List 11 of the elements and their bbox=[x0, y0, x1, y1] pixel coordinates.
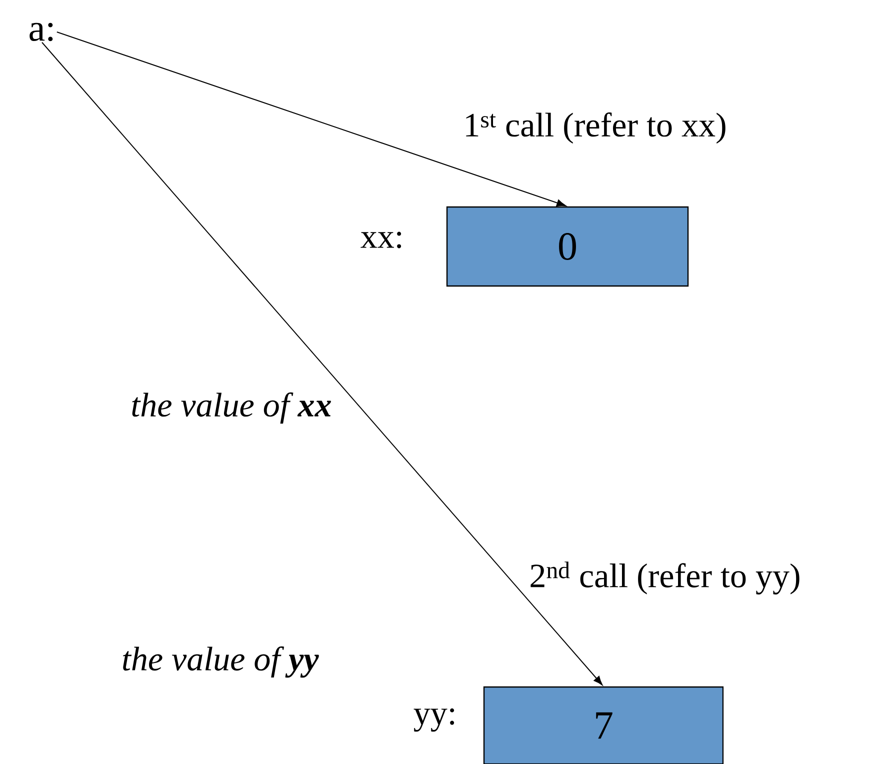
variable-label: yy: bbox=[414, 708, 454, 732]
edge-label: 2$^{nd}$ call (refer to yy) bbox=[530, 562, 800, 594]
arrow bbox=[42, 42, 603, 686]
variable-label: xx: bbox=[360, 232, 402, 248]
value-box: 7 bbox=[483, 686, 724, 764]
edge-label: 1$^{st}$ call (refer to xx) bbox=[466, 112, 726, 144]
arrow bbox=[56, 32, 566, 206]
note-text: the value ofxx bbox=[132, 392, 331, 424]
note-text: the value ofyy bbox=[123, 646, 319, 678]
value-box: 0 bbox=[446, 206, 689, 287]
variable-label: a: bbox=[30, 22, 53, 42]
